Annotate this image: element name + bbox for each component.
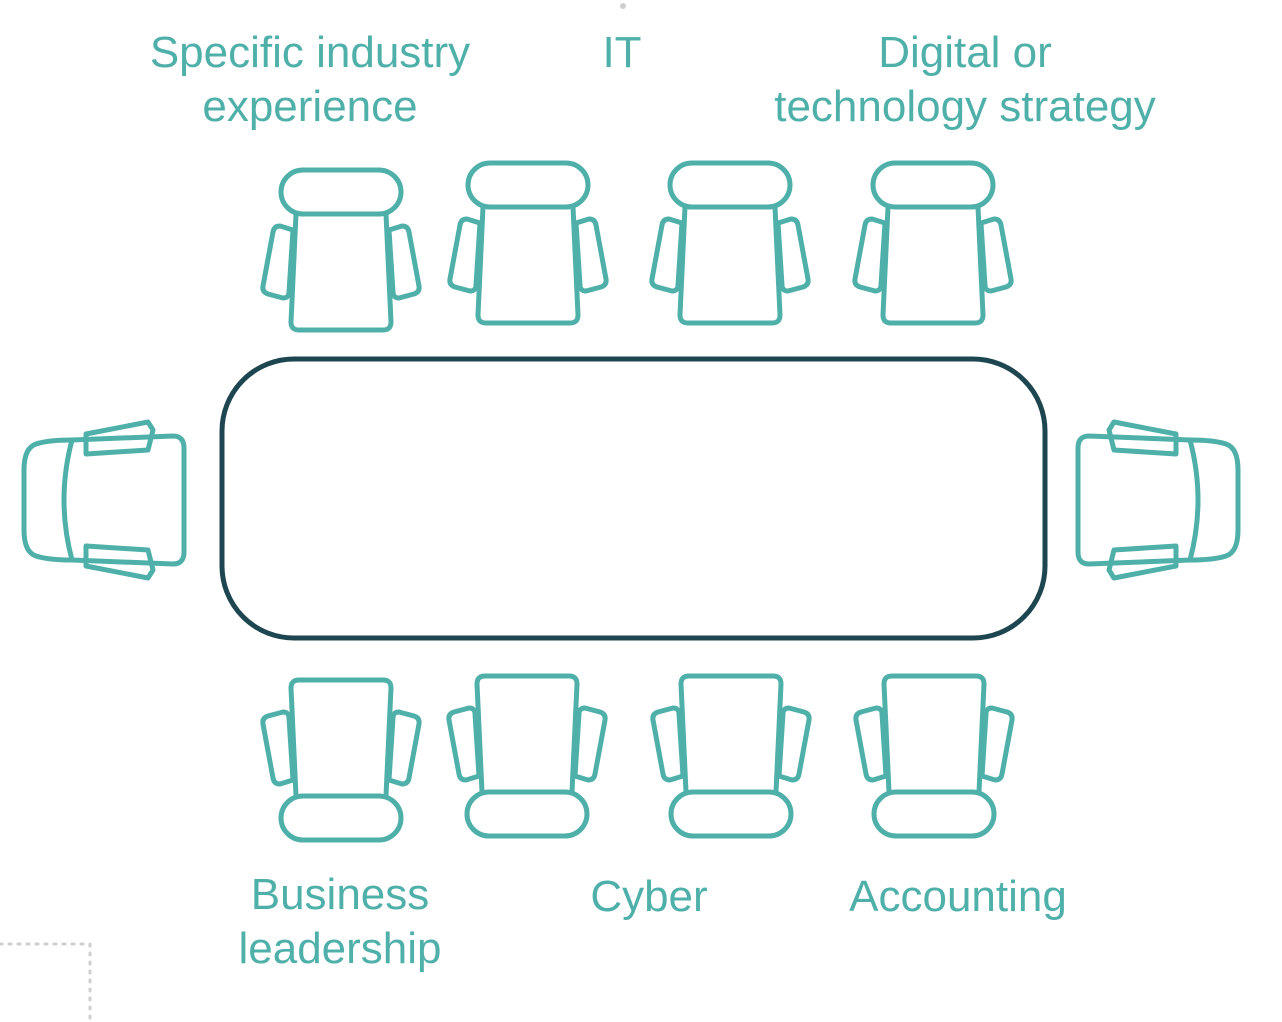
- office-chair-icon: [24, 422, 184, 578]
- label-top-right: Digital or technology strategy: [735, 26, 1195, 134]
- office-chair-icon: [263, 170, 419, 330]
- dotted-decoration: [0, 3, 626, 1022]
- label-line: Specific industry: [149, 28, 471, 77]
- label-bottom-left: Business leadership: [190, 868, 490, 976]
- office-chair-icon: [1078, 422, 1238, 578]
- label-line: Business: [250, 870, 430, 919]
- label-bottom-right: Accounting: [808, 870, 1108, 924]
- label-line: leadership: [238, 924, 442, 973]
- label-line: Accounting: [849, 872, 1067, 921]
- office-chair-icon: [856, 676, 1012, 836]
- label-top-center: IT: [572, 26, 672, 80]
- label-line: Cyber: [590, 872, 708, 921]
- label-bottom-center: Cyber: [549, 870, 749, 924]
- office-chair-icon: [450, 163, 606, 323]
- label-top-left: Specific industry experience: [110, 26, 510, 134]
- label-line: experience: [202, 82, 418, 131]
- office-chair-icon: [652, 163, 808, 323]
- label-line: IT: [602, 28, 642, 77]
- dotted-corner-line: [0, 942, 92, 1022]
- office-chair-icon: [263, 680, 419, 840]
- label-line: Digital or: [878, 28, 1052, 77]
- office-chair-icon: [449, 676, 605, 836]
- label-line: technology strategy: [774, 82, 1156, 131]
- office-chair-icon: [855, 163, 1011, 323]
- dot-top: [620, 3, 626, 9]
- conference-table: [219, 356, 1048, 641]
- office-chair-icon: [653, 676, 809, 836]
